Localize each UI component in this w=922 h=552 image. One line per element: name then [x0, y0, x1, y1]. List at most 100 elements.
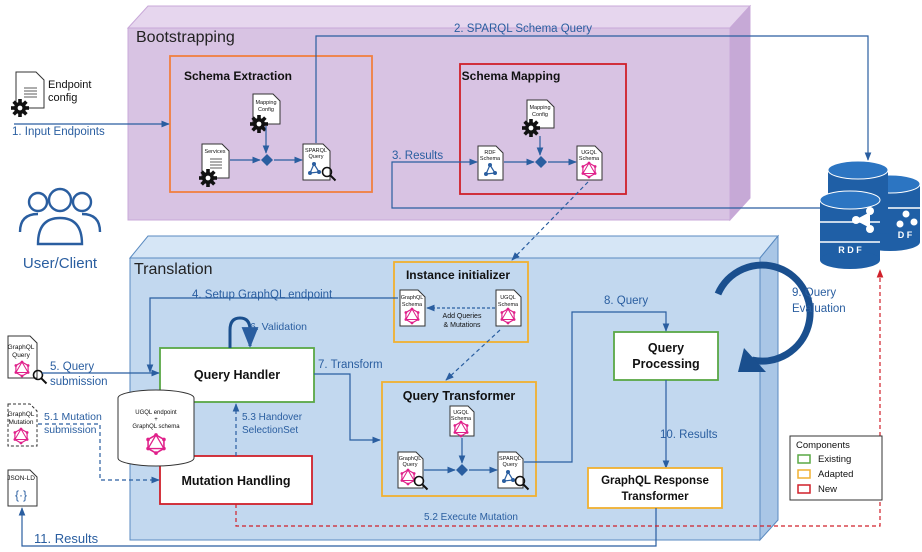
document-lines-icon	[210, 158, 222, 169]
mutation-handling-label: Mutation Handling	[181, 474, 290, 488]
svg-text:Schema: Schema	[451, 416, 472, 422]
svg-text:Schema: Schema	[402, 302, 423, 308]
ugql-schema-doc: UGQL Schema	[576, 145, 603, 181]
json-ld-doc: JSON-LD {·}	[7, 469, 38, 507]
rdf-logo-front: R D F	[838, 207, 874, 255]
legend-swatch-new	[797, 484, 811, 494]
gear-icon	[11, 99, 29, 117]
bootstrapping-panel: Bootstrapping	[126, 4, 752, 222]
rdf-store-icon: R D F D F	[819, 160, 921, 269]
query-handler-box: Query Handler	[159, 347, 315, 403]
graphql-mutation-doc: GraphQL Mutation	[7, 403, 38, 447]
step-5-label-line2: submission	[50, 376, 108, 388]
svg-text:GraphQL: GraphQL	[399, 456, 422, 462]
graphql-query-doc-2: GraphQL Query	[397, 451, 429, 491]
ugql-schema-doc-3: UGQL Schema	[449, 405, 475, 438]
svg-text:GraphQL: GraphQL	[401, 295, 424, 301]
svg-text:SPARQL: SPARQL	[499, 456, 521, 462]
svg-text:config: config	[48, 92, 77, 104]
step-5-3-label-line1: 5.3 Handover	[242, 412, 303, 423]
rdf-schema-doc: RDF Schema	[477, 145, 504, 181]
instance-initializer-label: Instance initializer	[406, 268, 510, 282]
step-3-label: 3. Results	[392, 150, 443, 162]
query-processing-box: Query Processing	[613, 331, 719, 381]
schema-mapping-label: Schema Mapping	[462, 69, 561, 83]
svg-text:Query: Query	[12, 352, 30, 359]
gear-icon	[250, 115, 268, 133]
svg-text:UGQL: UGQL	[453, 410, 469, 416]
schema-extraction-box: Schema Extraction	[169, 55, 373, 193]
svg-text:Schema: Schema	[498, 302, 519, 308]
document-lines-icon	[24, 87, 37, 98]
svg-text:GraphQL: GraphQL	[8, 344, 35, 351]
legend-swatch-adapted	[797, 469, 811, 479]
sparql-query-doc: SPARQL Query	[302, 143, 337, 182]
svg-text:GraphQL Response: GraphQL Response	[601, 475, 709, 487]
legend-label-adapted: Adapted	[818, 469, 853, 480]
svg-text:D F: D F	[898, 230, 913, 240]
svg-text:SPARQL: SPARQL	[305, 148, 327, 154]
svg-text:Mapping: Mapping	[529, 105, 550, 111]
legend-label-new: New	[818, 484, 837, 495]
svg-text:Processing: Processing	[632, 357, 699, 371]
svg-text:Query: Query	[503, 462, 518, 468]
svg-text:R D F: R D F	[838, 245, 862, 255]
graphql-query-doc: GraphQL Query	[7, 335, 48, 385]
svg-text:Mapping: Mapping	[255, 100, 276, 106]
svg-text:Config: Config	[532, 112, 548, 118]
mapping-config-doc: Mapping Config	[250, 93, 281, 133]
legend-title: Components	[796, 440, 850, 451]
legend-label-existing: Existing	[818, 454, 851, 465]
svg-text:Query: Query	[648, 341, 684, 355]
step-7-label: 7. Transform	[318, 359, 383, 371]
svg-text:+: +	[154, 417, 158, 423]
query-transformer-label: Query Transformer	[403, 389, 516, 403]
endpoint-config-doc: Endpoint config	[11, 71, 91, 117]
step-5-2-label: 5.2 Execute Mutation	[424, 512, 518, 523]
svg-text:Query: Query	[403, 462, 418, 468]
user-client-label: User/Client	[23, 255, 98, 272]
users-icon	[18, 187, 102, 246]
step-5-1-label-line2: submission	[44, 424, 97, 436]
svg-text:UGQL: UGQL	[500, 295, 516, 301]
join-diamond	[261, 154, 273, 166]
step-5-1-label-line1: 5.1 Mutation	[44, 411, 102, 423]
join-diamond	[535, 156, 547, 168]
gear-icon	[522, 119, 540, 137]
svg-text:Services: Services	[204, 149, 225, 155]
legend: Components Existing Adapted New	[789, 435, 883, 501]
query-handler-label: Query Handler	[194, 368, 280, 382]
svg-text:Mutation: Mutation	[9, 419, 34, 426]
query-transformer-box: Query Transformer	[381, 381, 537, 497]
svg-text:Add Queries: Add Queries	[443, 313, 482, 320]
json-braces-icon: {·}	[15, 488, 27, 502]
schema-mapping-box: Schema Mapping	[459, 63, 627, 195]
svg-text:RDF: RDF	[484, 150, 496, 156]
join-diamond	[456, 464, 468, 476]
step-8-label: 8. Query	[604, 295, 648, 307]
svg-text:UGQL endpoint: UGQL endpoint	[135, 410, 177, 416]
step-1-label: 1. Input Endpoints	[12, 126, 105, 138]
ugql-endpoint-db: UGQL endpoint + GraphQL schema	[117, 389, 195, 467]
mapping-config-doc-2: Mapping Config	[522, 99, 555, 137]
step-9-label-line2: Evaluation	[792, 303, 846, 315]
mutation-handling-box: Mutation Handling	[159, 455, 313, 505]
svg-text:& Mutations: & Mutations	[444, 322, 481, 329]
sparql-query-doc-2: SPARQL Query	[497, 451, 530, 491]
step-5-label-line1: 5. Query	[50, 361, 94, 373]
step-6-label: 6. Validation	[250, 321, 307, 333]
response-transformer-box: GraphQL Response Transformer	[587, 467, 723, 509]
svg-text:Schema: Schema	[480, 156, 501, 162]
svg-text:JSON-LD: JSON-LD	[7, 475, 35, 482]
step-5-3-label-line2: SelectionSet	[242, 425, 298, 436]
svg-text:Config: Config	[258, 107, 274, 113]
svg-text:GraphQL: GraphQL	[8, 411, 35, 418]
svg-text:Query: Query	[309, 154, 324, 160]
instance-initializer-box: Instance initializer	[393, 261, 529, 343]
ugql-schema-doc-2: UGQL Schema	[495, 289, 522, 327]
svg-text:Transformer: Transformer	[621, 491, 689, 503]
svg-text:Schema: Schema	[579, 156, 600, 162]
step-4-label: 4. Setup GraphQL endpoint	[192, 289, 333, 301]
svg-text:Endpoint: Endpoint	[48, 79, 91, 91]
